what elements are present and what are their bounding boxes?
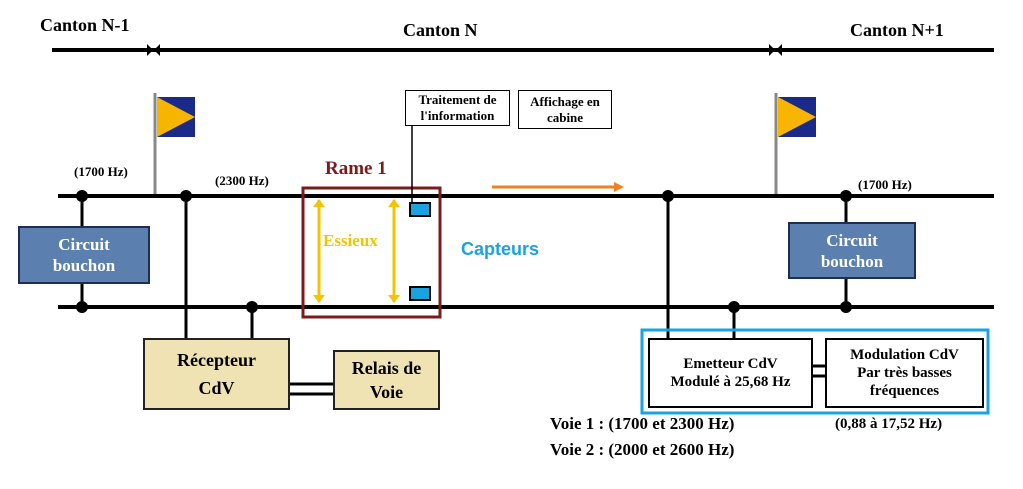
node [180,190,192,202]
canton-boundary-right [769,44,775,56]
flag-left-yellow [157,97,195,137]
modulation-range: (0,88 à 17,52 Hz) [835,416,943,432]
sensors-label: Capteurs [461,239,540,259]
freq-mid: (2300 Hz) [215,173,269,188]
left-trap-circuit: Circuit bouchon [18,226,150,284]
relay-box: Relais de Voie [333,350,440,410]
processing-line2: l'information [420,108,495,123]
rame-title: Rame 1 [325,158,387,179]
receiver-line2: CdV [198,378,235,398]
cab-display-line2: cabine [546,109,584,125]
node [728,301,740,313]
right-trap-line1: Circuit [826,230,878,250]
sensor-top [409,202,431,217]
canton-next-label: Canton N+1 [850,20,944,40]
left-trap-line1: Circuit [58,235,110,254]
emitter-line2: Modulé à 25,68 Hz [670,374,791,390]
emitter-group-frame [640,328,990,415]
right-trap-circuit: Circuit bouchon [788,222,916,279]
processing-line1: Traitement de [418,92,497,107]
freq-right: (1700 Hz) [858,177,912,192]
flag-right-yellow [778,97,816,137]
rame-frame [301,186,442,319]
cab-display-box: Affichage en cabine [518,90,612,129]
canton-boundary-left-b [154,44,160,56]
modulation-line2: Par très basses [857,365,952,381]
canton-boundary-right-b [776,44,782,56]
freq-left: (1700 Hz) [74,164,128,179]
axles-label: Essieux [323,231,378,250]
processing-box: Traitement de l'information [405,90,510,126]
modulation-line3: fréquences [869,383,940,399]
receiver-box: Récepteur CdV [143,338,290,410]
right-trap-line2: bouchon [820,251,884,271]
sensor-bottom [409,286,431,301]
canton-boundary-left [147,44,153,56]
node [840,301,852,313]
relay-line2: Voie [369,382,404,402]
relay-line1: Relais de [351,358,422,378]
modulation-line1: Modulation CdV [850,347,959,363]
node [662,190,674,202]
node [840,190,852,202]
canton-prev-label: Canton N-1 [40,15,130,35]
canton-current-label: Canton N [403,20,478,40]
receiver-line1: Récepteur [177,350,256,370]
left-trap-line2: bouchon [52,256,116,275]
emitter-line1: Emetteur CdV [683,356,778,372]
node [246,301,258,313]
cab-display-line1: Affichage en [530,93,600,109]
modulation-box: Modulation CdV Par très basses fréquence… [825,338,984,408]
emitter-box: Emetteur CdV Modulé à 25,68 Hz [648,338,813,408]
node [76,190,88,202]
node [76,301,88,313]
voie2-label: Voie 2 : (2000 et 2600 Hz) [550,440,735,459]
voie1-label: Voie 1 : (1700 et 2300 Hz) [550,414,735,433]
